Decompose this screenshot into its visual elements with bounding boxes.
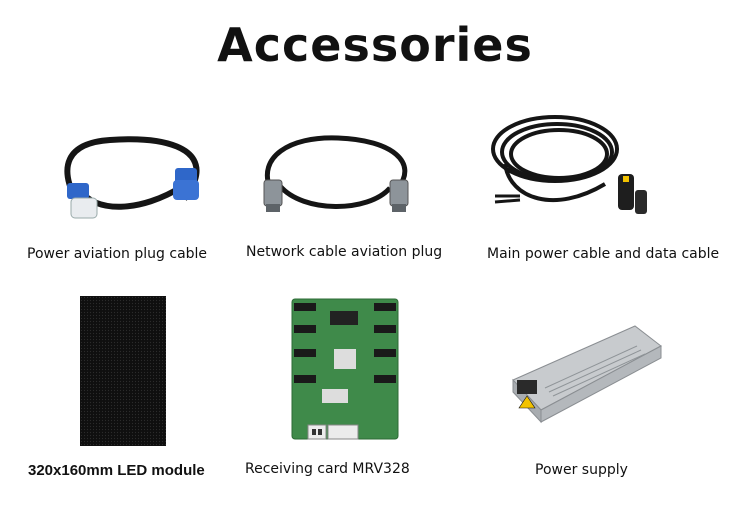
accessory-receiving-card (290, 297, 400, 447)
page-title: Accessories (217, 18, 533, 72)
accessory-led-module (80, 296, 166, 446)
power-cable-blue-plugs-icon (64, 136, 200, 219)
accessory-power-supply (505, 318, 665, 428)
caption-power-aviation-plug-cable: Power aviation plug cable (27, 246, 208, 262)
caption-power-supply: Power supply (535, 462, 628, 478)
caption-main-power-and-data-cable: Main power cable and data cable (487, 246, 720, 262)
caption-receiving-card: Receiving card MRV328 (245, 461, 410, 477)
caption-led-module: 320x160mm LED module (28, 462, 205, 479)
receiving-card-pcb-icon (291, 298, 399, 440)
accessory-main-power-and-data-cable (485, 104, 655, 224)
power-supply-unit-icon (512, 325, 662, 424)
accessory-power-aviation-plug-cable (55, 128, 215, 228)
led-module-panel-icon (80, 296, 166, 446)
caption-network-cable-aviation-plug: Network cable aviation plug (246, 244, 443, 260)
accessory-network-cable-aviation-plug (258, 128, 418, 228)
network-cable-metal-plugs-icon (263, 135, 409, 212)
coiled-power-data-cable-icon (491, 115, 647, 214)
